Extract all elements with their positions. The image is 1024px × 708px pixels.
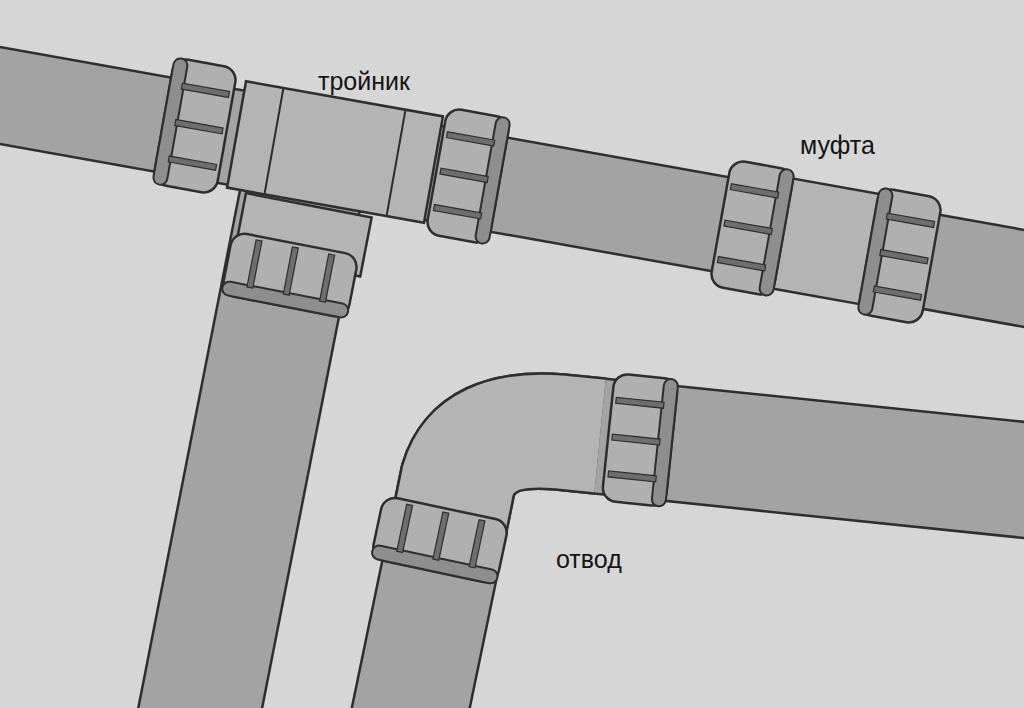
coupling-label: муфта xyxy=(800,130,875,160)
tee-label: тройник xyxy=(318,66,410,96)
elbow-label: отвод xyxy=(556,544,622,574)
